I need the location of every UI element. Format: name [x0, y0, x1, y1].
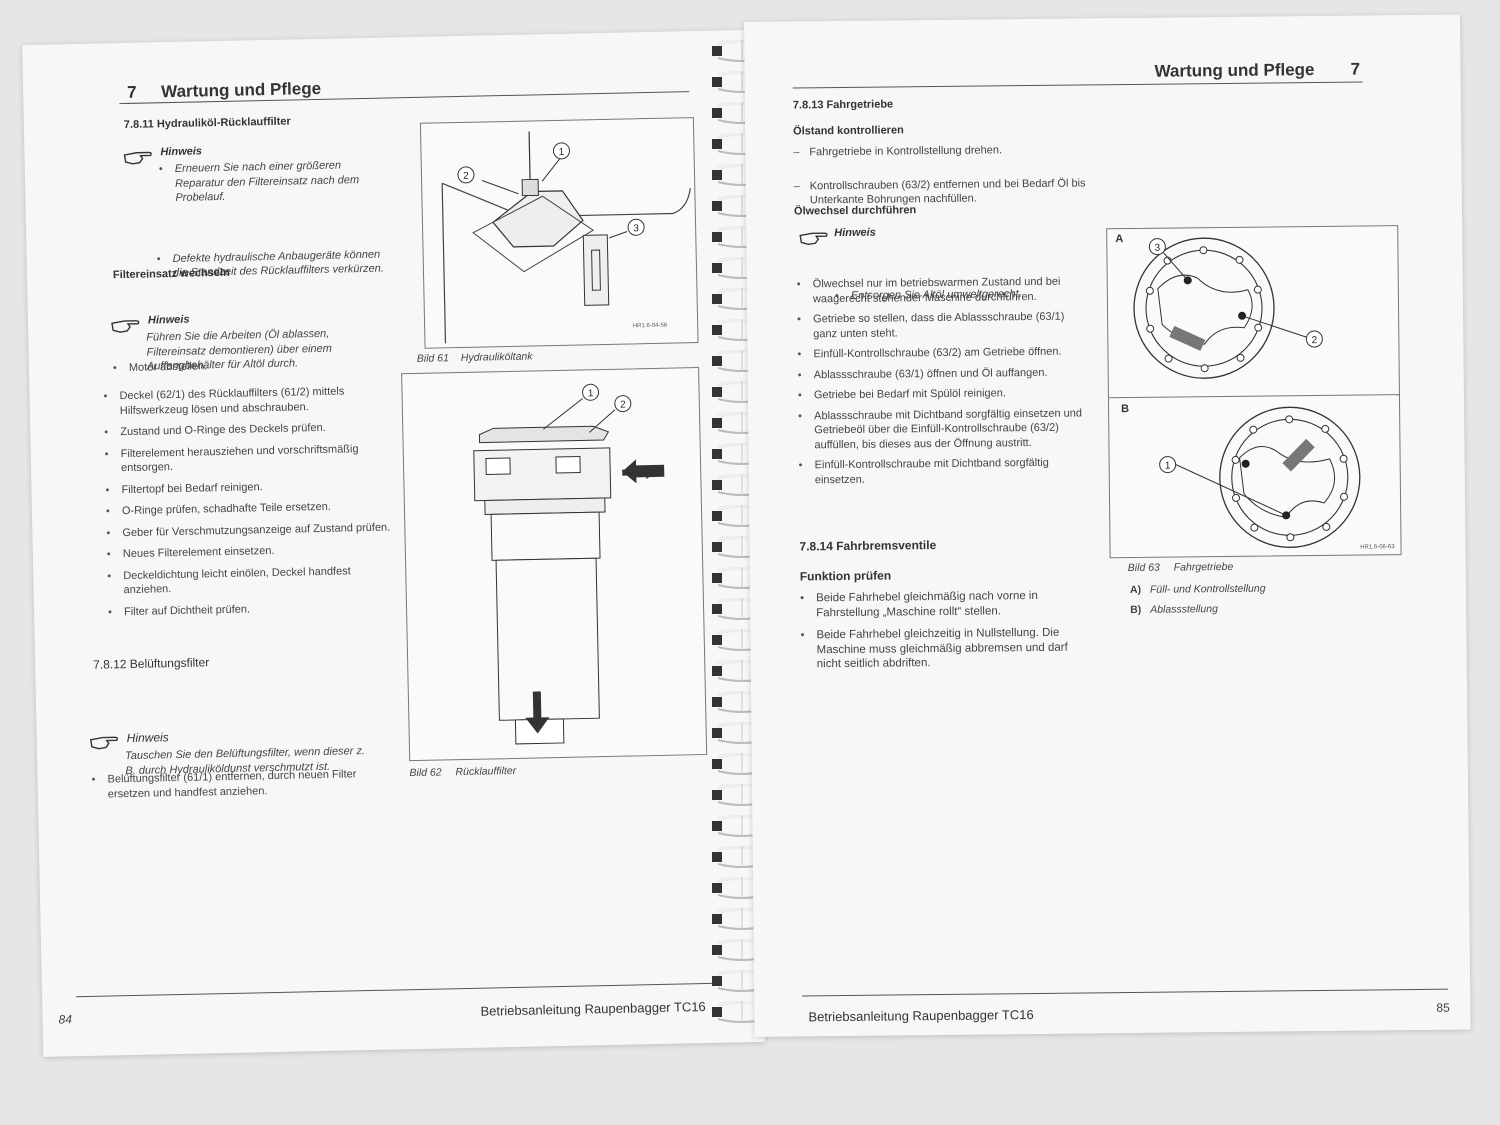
- pointing-hand-icon: [123, 151, 152, 165]
- header-rule: [792, 81, 1363, 89]
- chapter-number: 7: [126, 82, 137, 102]
- step-item: Beide Fahrhebel gleichmäßig nach vorne i…: [800, 588, 1090, 620]
- legend-text: Ablassstellung: [1150, 603, 1218, 616]
- step-item: Neues Filterelement einsetzen.: [107, 542, 391, 562]
- step-item: Kontrollschrauben (63/2) entfernen und b…: [794, 176, 1090, 208]
- footer-rule: [802, 988, 1449, 997]
- legend-key: A): [1129, 583, 1142, 596]
- step-item: Zustand und O-Ringe des Deckels prüfen.: [104, 420, 388, 440]
- section-title: 7.8.14 Fahrbremsventile: [799, 538, 937, 554]
- figure-label-b: B: [1121, 402, 1130, 416]
- figure-code: HR1.6-04-56: [632, 322, 668, 330]
- figure-label-a: A: [1115, 233, 1124, 246]
- figure-caption-number: Bild 63: [1127, 561, 1160, 575]
- callout-2: 2: [620, 400, 626, 411]
- step-list: Beide Fahrhebel gleichmäßig nach vorne i…: [800, 588, 1091, 672]
- step-item: O-Ringe prüfen, schadhafte Teile ersetze…: [106, 499, 390, 519]
- step-item: Ölwechsel nur im betriebswarmen Zustand …: [797, 274, 1083, 306]
- footer-text: Betriebsanleitung Raupenbagger TC16: [808, 1007, 1034, 1025]
- step-list: Ölwechsel nur im betriebswarmen Zustand …: [797, 274, 1085, 493]
- figure-return-filter: 1 2: [401, 367, 708, 762]
- chapter-number: 7: [1350, 59, 1361, 79]
- pointing-hand-icon: [111, 320, 140, 333]
- figure-hydraulic-tank: 1 2 3 HR1.6-04-56: [419, 117, 699, 349]
- note-label: Hinweis: [126, 730, 169, 746]
- legend-text: Füll- und Kontrollstellung: [1149, 582, 1266, 596]
- subsection-heading: Funktion prüfen: [799, 568, 892, 584]
- callout-3: 3: [1155, 243, 1161, 254]
- footer-rule: [76, 982, 712, 998]
- figure-caption: Fahrgetriebe: [1173, 560, 1234, 574]
- figure-caption: Hydrauliköltank: [460, 350, 533, 365]
- hydraulic-tank-drawing: 1 2 3: [441, 131, 691, 344]
- callout-1: 1: [588, 388, 594, 399]
- right-page: Wartung und Pflege 7 7.8.13 Fahrgetriebe…: [744, 14, 1471, 1037]
- figure-caption-number: Bild 61: [416, 352, 450, 365]
- figure-caption: Rücklauffilter: [455, 764, 517, 779]
- pointing-hand-icon: [89, 736, 119, 750]
- footer-text: Betriebsanleitung Raupenbagger TC16: [480, 999, 706, 1019]
- step-item: Geber für Verschmutzungsanzeige auf Zust…: [106, 520, 390, 540]
- step-item: Einfüll-Kontrollschraube mit Dichtband s…: [799, 455, 1085, 487]
- subsection-heading: Ölwechsel durchführen: [793, 204, 917, 218]
- left-page: 7 Wartung und Pflege 7.8.11 Hydrauliköl-…: [22, 30, 766, 1057]
- step-item: Deckel (62/1) des Rücklauffilters (61/2)…: [103, 384, 388, 419]
- note-item: Erneuern Sie nach einer größeren Reparat…: [159, 158, 386, 206]
- pointing-hand-icon: [799, 232, 828, 246]
- section-title: 7.8.11 Hydrauliköl-Rücklauffilter: [123, 115, 291, 132]
- section-title: 7.8.13 Fahrgetriebe: [792, 98, 894, 112]
- step-item: Filterelement herausziehen und vorschrif…: [105, 441, 390, 476]
- step-item: Fahrgetriebe in Kontrollstellung drehen.: [793, 142, 1089, 160]
- callout-2: 2: [463, 171, 469, 182]
- callout-2: 2: [1312, 335, 1318, 346]
- callout-3: 3: [633, 223, 639, 234]
- step-item: Ablassschraube (63/1) öffnen und Öl auff…: [798, 365, 1084, 382]
- subsection-heading: Filtereinsatz wechseln: [112, 266, 230, 282]
- figure-caption-number: Bild 62: [409, 766, 442, 780]
- step-item: Getriebe bei Bedarf mit Spülöl reinigen.: [798, 385, 1084, 402]
- note-text: Führen Sie die Arbeiten (Öl ablassen, Fi…: [146, 327, 332, 373]
- section-title: 7.8.12 Belüftungsfilter: [93, 655, 210, 672]
- legend-key: B): [1130, 603, 1142, 616]
- chapter-title: Wartung und Pflege: [1154, 60, 1315, 81]
- step-list: Deckel (62/1) des Rücklauffilters (61/2)…: [103, 384, 392, 627]
- travel-gear-drawing: 3 2 1: [1133, 237, 1361, 548]
- page-number: 84: [58, 1012, 73, 1027]
- figure-code: HR1.6-06-63: [1360, 544, 1395, 551]
- step-item: Filter auf Dichtheit prüfen.: [108, 599, 392, 619]
- callout-1: 1: [1165, 461, 1171, 472]
- step-item: Beide Fahrhebel gleichzeitig in Nullstel…: [800, 625, 1090, 672]
- callout-1: 1: [559, 147, 565, 158]
- note-label: Hinweis: [147, 313, 190, 327]
- subsection-heading: Ölstand kontrollieren: [793, 124, 904, 138]
- note-label: Hinweis: [160, 145, 203, 159]
- note-label: Hinweis: [834, 226, 876, 240]
- page-number: 85: [1436, 1000, 1450, 1015]
- step-item: Ablassschraube mit Dichtband sorgfältig …: [798, 406, 1084, 452]
- step-item: Deckeldichtung leicht einölen, Deckel ha…: [107, 563, 392, 598]
- step-item: Einfüll-Kontrollschraube (63/2) am Getri…: [797, 344, 1083, 361]
- step-item: Filtertopf bei Bedarf reinigen.: [105, 477, 389, 497]
- step-item: Getriebe so stellen, dass die Ablassschr…: [797, 309, 1083, 341]
- note-text: Tauschen Sie den Belüftungsfilter, wenn …: [124, 745, 366, 777]
- figure-travel-gear: A B 3 2: [1106, 225, 1402, 559]
- return-filter-drawing: 1 2: [473, 383, 665, 745]
